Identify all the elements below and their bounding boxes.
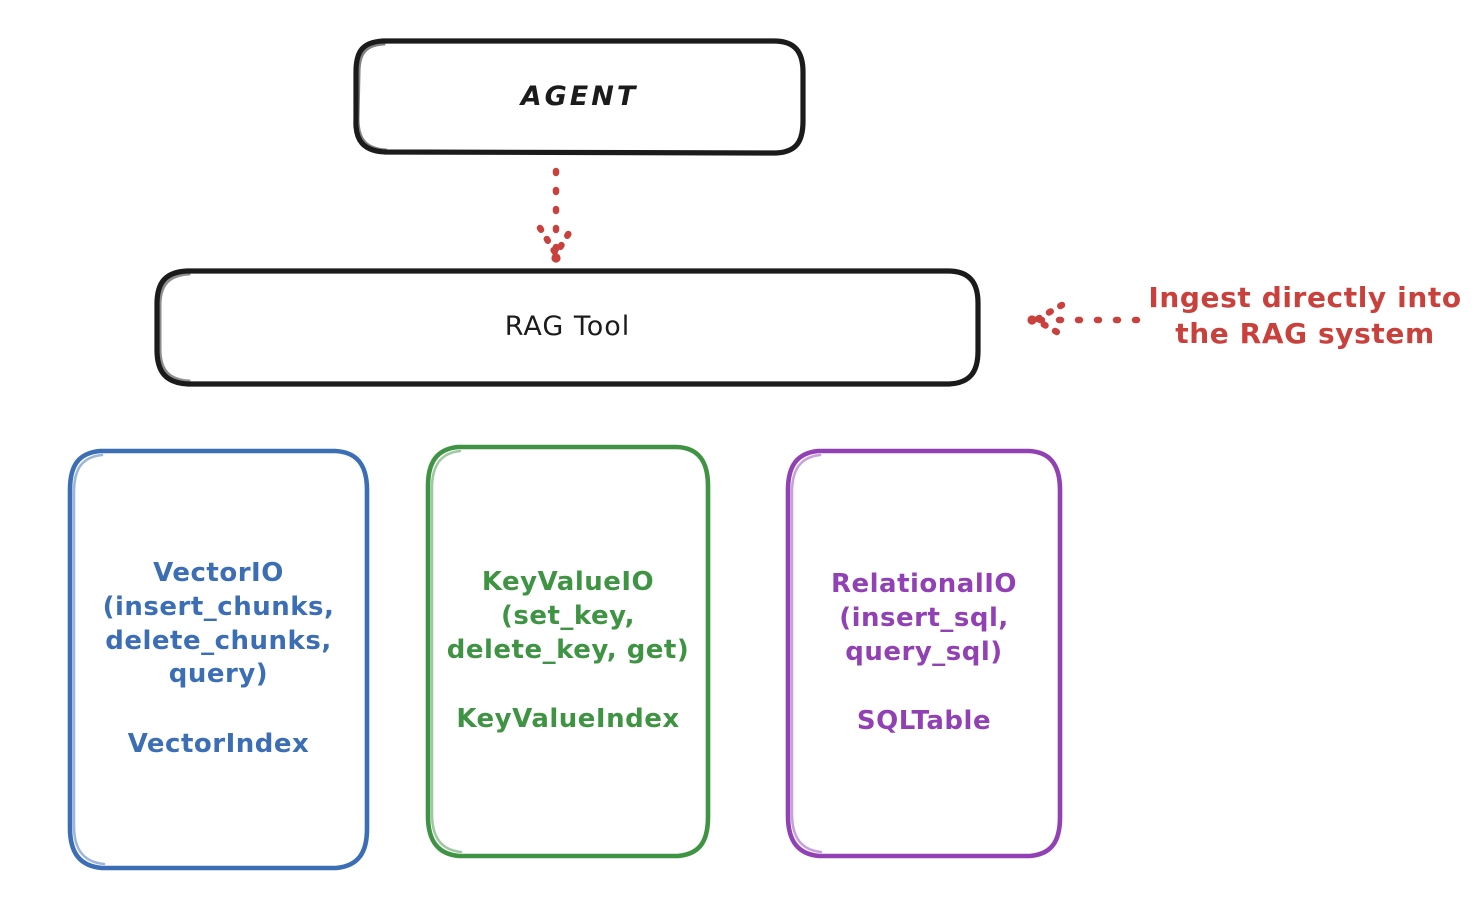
- node-agent[interactable]: AGENT: [356, 41, 803, 153]
- node-vector-io[interactable]: VectorIO (insert_chunks, delete_chunks, …: [70, 451, 367, 868]
- node-vector-io-label: VectorIO (insert_chunks, delete_chunks, …: [102, 558, 335, 690]
- node-rag-tool[interactable]: RAG Tool: [157, 271, 978, 384]
- node-rag-tool-label: RAG Tool: [504, 311, 631, 343]
- node-agent-label: AGENT: [520, 80, 639, 112]
- node-relational-io-table-label: SQLTable: [856, 706, 992, 737]
- agent-to-ragtool-arrow: [536, 167, 576, 263]
- node-key-value-io-label: KeyValueIO (set_key, delete_key, get): [446, 566, 690, 665]
- node-key-value-io[interactable]: KeyValueIO (set_key, delete_key, get) Ke…: [428, 447, 708, 856]
- node-vector-io-index-label: VectorIndex: [127, 729, 310, 760]
- node-relational-io-label: RelationalIO (insert_sql, query_sql): [830, 568, 1018, 667]
- node-relational-io[interactable]: RelationalIO (insert_sql, query_sql) SQL…: [788, 451, 1060, 856]
- node-key-value-io-index-label: KeyValueIndex: [456, 704, 680, 735]
- ingest-note-arrow: [1027, 301, 1141, 339]
- annotation-ingest-note: Ingest directly into the RAG system: [1148, 281, 1462, 351]
